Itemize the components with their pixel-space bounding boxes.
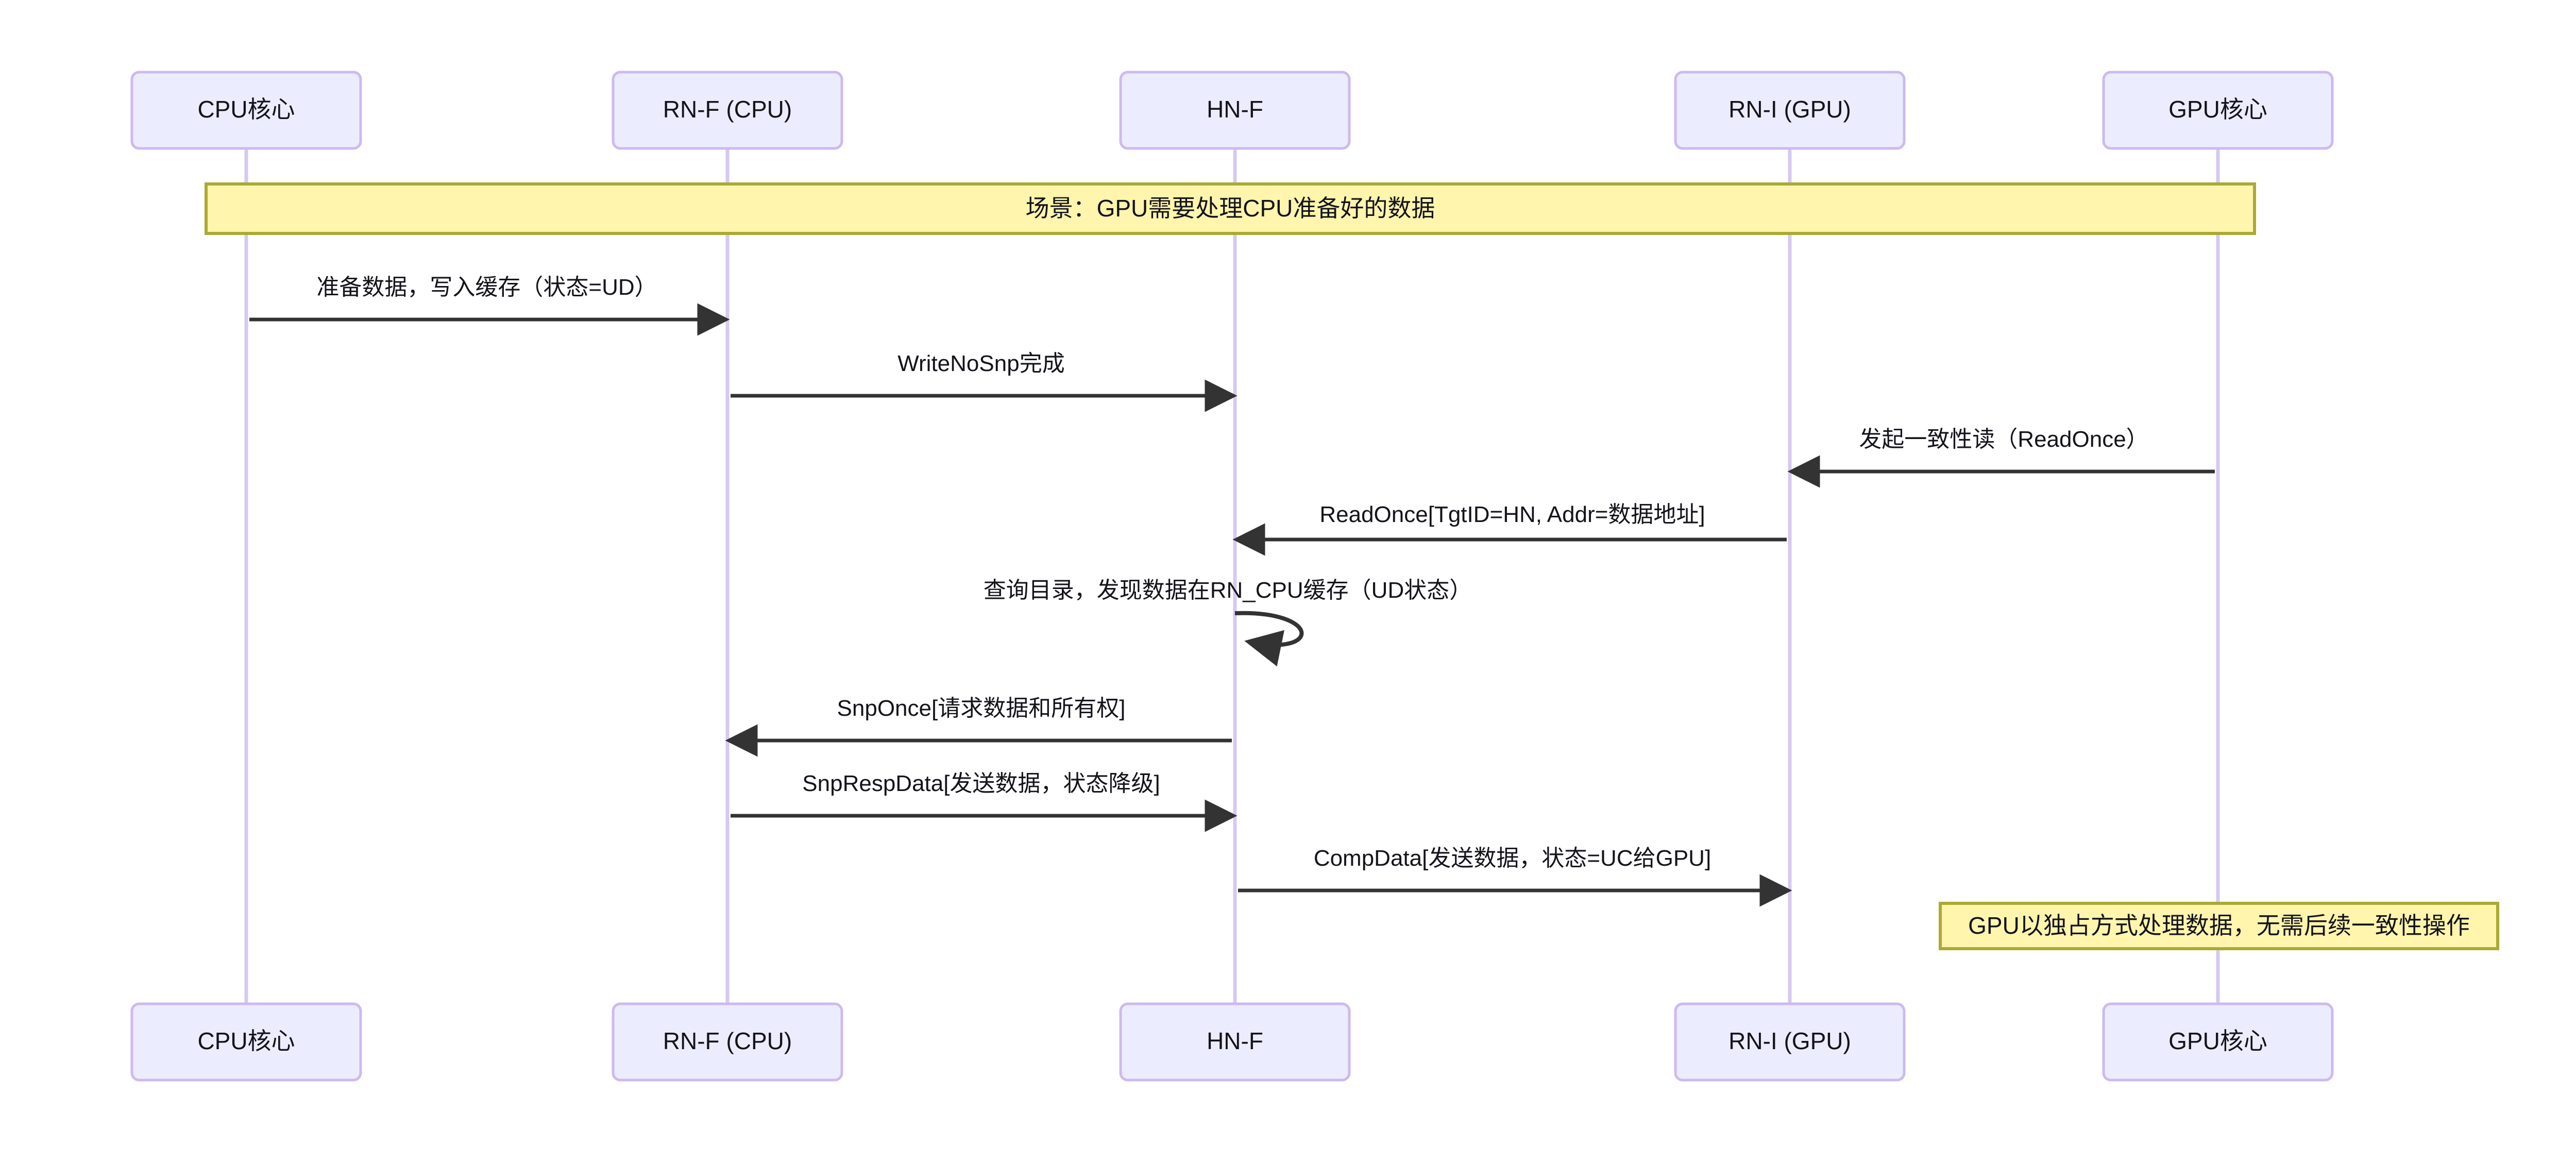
actor-label-hn-f-top: HN-F (1207, 96, 1263, 123)
message-msg-6[interactable]: SnpOnce[请求数据和所有权] (725, 696, 1232, 757)
actor-label-cpu-core-bottom: CPU核心 (197, 1028, 295, 1054)
message-msg-8[interactable]: CompData[发送数据，状态=UC给GPU] (1238, 846, 1792, 907)
actor-label-cpu-core-top: CPU核心 (197, 96, 295, 123)
message-label-msg-8: CompData[发送数据，状态=UC给GPU] (1314, 846, 1711, 871)
message-msg-7[interactable]: SnpRespData[发送数据，状态降级] (731, 771, 1238, 832)
message-msg-1[interactable]: 准备数据，写入缓存（状态=UD） (249, 275, 730, 336)
message-msg-2[interactable]: WriteNoSnp完成 (731, 351, 1238, 412)
message-label-msg-7: SnpRespData[发送数据，状态降级] (802, 771, 1160, 796)
message-msg-5[interactable]: 查询目录，发现数据在RN_CPU缓存（UD状态） (984, 578, 1472, 667)
actor-box-cpu-core-bottom[interactable] (130, 1002, 362, 1082)
note-rect-scenario-note[interactable] (205, 182, 2256, 235)
actor-label-gpu-core-bottom: GPU核心 (2168, 1028, 2267, 1054)
actor-box-gpu-core-top[interactable] (2102, 71, 2334, 150)
actor-hn-f-top[interactable]: HN-F (1119, 71, 1351, 150)
note-scenario-note[interactable]: 场景：GPU需要处理CPU准备好的数据 (205, 182, 2256, 235)
actor-rn-i-gpu-bottom[interactable]: RN-I (GPU) (1674, 1002, 1906, 1082)
actor-box-rn-f-cpu-top[interactable] (612, 71, 843, 150)
actor-cpu-core-bottom[interactable]: CPU核心 (130, 1002, 362, 1082)
message-label-msg-4: ReadOnce[TgtID=HN, Addr=数据地址] (1319, 502, 1705, 527)
actor-label-rn-i-gpu-top: RN-I (GPU) (1728, 96, 1851, 123)
self-loop-arc-msg-5 (1234, 611, 1304, 667)
message-label-msg-6: SnpOnce[请求数据和所有权] (837, 696, 1126, 721)
actor-box-hn-f-top[interactable] (1119, 71, 1351, 150)
actor-label-hn-f-bottom: HN-F (1207, 1028, 1263, 1054)
actor-gpu-core-bottom[interactable]: GPU核心 (2102, 1002, 2334, 1082)
actor-box-rn-i-gpu-top[interactable] (1674, 71, 1906, 150)
actor-rn-f-cpu-bottom[interactable]: RN-F (CPU) (612, 1002, 843, 1082)
message-label-msg-5: 查询目录，发现数据在RN_CPU缓存（UD状态） (984, 578, 1472, 603)
actor-hn-f-bottom[interactable]: HN-F (1119, 1002, 1351, 1082)
actor-rn-i-gpu-top[interactable]: RN-I (GPU) (1674, 71, 1906, 150)
message-label-msg-3: 发起一致性读（ReadOnce） (1859, 427, 2148, 452)
note-label-gpu-exclusive-note: GPU以独占方式处理数据，无需后续一致性操作 (1968, 912, 2470, 939)
message-label-msg-2: WriteNoSnp完成 (897, 351, 1064, 376)
lifelines-layer (244, 148, 2220, 1004)
note-rect-gpu-exclusive-note[interactable] (1939, 902, 2499, 950)
note-label-scenario-note: 场景：GPU需要处理CPU准备好的数据 (1026, 195, 1435, 222)
message-label-msg-1: 准备数据，写入缓存（状态=UD） (316, 275, 657, 300)
actor-box-hn-f-bottom[interactable] (1119, 1002, 1351, 1082)
notes-layer: 场景：GPU需要处理CPU准备好的数据 GPU以独占方式处理数据，无需后续一致性操… (205, 182, 2499, 950)
actor-box-gpu-core-bottom[interactable] (2102, 1002, 2334, 1082)
actor-gpu-core-top[interactable]: GPU核心 (2102, 71, 2334, 150)
actor-box-cpu-core-top[interactable] (130, 71, 362, 150)
actor-rn-f-cpu-top[interactable]: RN-F (CPU) (612, 71, 843, 150)
message-msg-4[interactable]: ReadOnce[TgtID=HN, Addr=数据地址] (1232, 502, 1787, 556)
message-msg-3[interactable]: 发起一致性读（ReadOnce） (1787, 427, 2215, 488)
actor-box-rn-i-gpu-bottom[interactable] (1674, 1002, 1906, 1082)
actor-cpu-core-top[interactable]: CPU核心 (130, 71, 362, 150)
note-gpu-exclusive-note[interactable]: GPU以独占方式处理数据，无需后续一致性操作 (1939, 902, 2499, 950)
actor-label-rn-f-cpu-bottom: RN-F (CPU) (663, 1028, 792, 1054)
actor-label-rn-f-cpu-top: RN-F (CPU) (663, 96, 792, 123)
actor-box-rn-f-cpu-bottom[interactable] (612, 1002, 843, 1082)
messages-layer: 准备数据，写入缓存（状态=UD） WriteNoSnp完成发起一致性读（ReadO… (249, 275, 2215, 907)
actor-label-gpu-core-top: GPU核心 (2168, 96, 2267, 123)
actor-label-rn-i-gpu-bottom: RN-I (GPU) (1728, 1028, 1851, 1054)
actors-layer: CPU核心 CPU核心 RN-F (CPU) RN-F (CPU) HN-F HN-F RN… (130, 71, 2334, 1082)
